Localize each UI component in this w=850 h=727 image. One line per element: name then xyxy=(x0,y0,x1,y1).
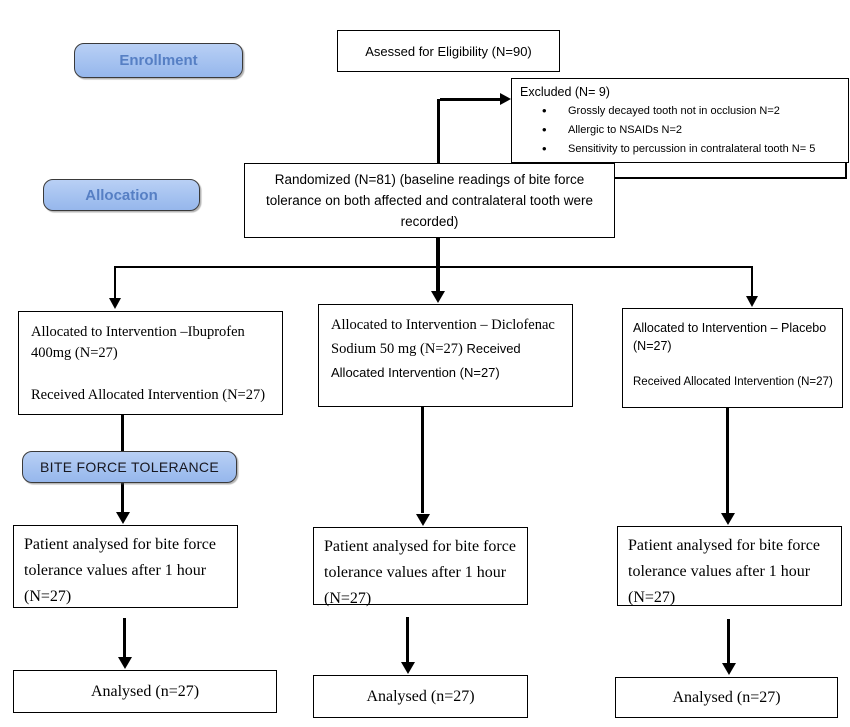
bite-force-tolerance-stage-label: BITE FORCE TOLERANCE xyxy=(22,451,237,483)
enrollment-stage-label: Enrollment xyxy=(74,43,243,78)
allocated-placebo-line: Allocated to Intervention – Placebo xyxy=(633,321,827,335)
bullet-icon xyxy=(542,141,568,158)
connector-mid-patient-to-analysed xyxy=(406,617,409,663)
allocated-diclofenac-line: Sodium 50 mg (N=27) Received xyxy=(331,337,572,361)
branch-line xyxy=(114,266,753,268)
connector-right-patient-to-analysed xyxy=(727,619,730,664)
patient-analysed-line: tolerance values after 1 hour xyxy=(324,564,507,581)
connector-randomized-to-mid xyxy=(436,238,440,291)
allocated-ibuprofen-line: Allocated to Intervention –Ibuprofen xyxy=(31,324,245,340)
arrowhead-right-patient-icon xyxy=(721,513,735,525)
arrowhead-left-patient-icon xyxy=(116,512,130,524)
randomized-text-line: Randomized (N=81) (baseline readings of … xyxy=(274,172,585,187)
excluded-bullet-item: Sensitivity to percussion in contralater… xyxy=(542,141,848,158)
allocated-placebo-box: Allocated to Intervention – Placebo (N=2… xyxy=(622,308,843,408)
allocated-diclofenac-line: Allocated Intervention (N=27) xyxy=(331,365,500,380)
arrowhead-left-alloc-icon xyxy=(109,298,121,309)
allocated-ibuprofen-box: Allocated to Intervention –Ibuprofen 400… xyxy=(18,311,283,415)
excluded-bullet-text: Sensitivity to percussion in contralater… xyxy=(568,143,816,155)
randomized-text-line: tolerance on both affected and contralat… xyxy=(266,193,593,208)
analysed-text: Analysed (n=27) xyxy=(90,682,200,700)
allocation-stage-text: Allocation xyxy=(85,186,158,204)
patient-analysed-line: (N=27) xyxy=(324,590,372,607)
patient-analysed-line: Patient analysed for bite force xyxy=(324,538,516,555)
arrowhead-right-analysed-icon xyxy=(722,663,736,675)
bullet-icon xyxy=(542,103,568,120)
analysed-mid-box: Analysed (n=27) xyxy=(313,675,528,718)
allocated-ibuprofen-line: 400mg (N=27) xyxy=(31,345,118,361)
analysed-text: Analysed (n=27) xyxy=(672,688,781,706)
patient-analysed-line: (N=27) xyxy=(24,588,72,605)
connector-to-excluded xyxy=(440,98,500,101)
assessed-eligibility-box: Asessed for Eligibility (N=90) xyxy=(337,30,560,72)
enrollment-stage-text: Enrollment xyxy=(119,52,198,69)
arrowhead-left-analysed-icon xyxy=(118,657,132,669)
allocated-placebo-line: Received Allocated Intervention (N=27) xyxy=(633,376,833,388)
excluded-bullet-item: Grossly decayed tooth not in occlusion N… xyxy=(542,103,848,120)
analysed-left-box: Analysed (n=27) xyxy=(13,670,277,713)
connector-left-patient-to-analysed xyxy=(123,618,126,658)
excluded-bullet-text: Allergic to NSAIDs N=2 xyxy=(568,124,683,136)
allocated-diclofenac-line: Allocated to Intervention – Diclofenac xyxy=(331,317,555,333)
arrowhead-mid-alloc-icon xyxy=(431,291,445,303)
patient-analysed-mid-box: Patient analysed for bite force toleranc… xyxy=(313,527,528,607)
analysed-right-box: Analysed (n=27) xyxy=(615,677,838,718)
excluded-bullet-item: Allergic to NSAIDs N=2 xyxy=(542,122,848,139)
connector-randomized-excluded-vertical xyxy=(845,163,847,179)
arrowhead-excluded-icon xyxy=(500,93,511,105)
connector-mid-alloc-to-patient xyxy=(421,407,424,513)
arrowhead-right-alloc-icon xyxy=(746,296,758,307)
assessed-eligibility-text: Asessed for Eligibility (N=90) xyxy=(365,43,532,59)
randomized-box: Randomized (N=81) (baseline readings of … xyxy=(244,163,615,238)
connector-randomized-excluded-horizontal xyxy=(614,177,847,179)
connector-assessed-to-randomized xyxy=(437,99,440,163)
allocated-ibuprofen-line: Received Allocated Intervention (N=27) xyxy=(31,387,266,403)
arrowhead-mid-analysed-icon xyxy=(401,662,415,674)
arrowhead-mid-patient-icon xyxy=(416,514,430,526)
bullet-icon xyxy=(542,122,568,139)
patient-analysed-right-box: Patient analysed for bite force toleranc… xyxy=(617,526,842,606)
patient-analysed-line: Patient analysed for bite force xyxy=(628,537,820,554)
excluded-box: Excluded (N= 9) Grossly decayed tooth no… xyxy=(511,78,849,163)
excluded-bullet-text: Grossly decayed tooth not in occlusion N… xyxy=(568,105,780,117)
randomized-text-line: recorded) xyxy=(400,214,459,229)
branch-drop-left xyxy=(114,266,116,299)
allocated-placebo-line: (N=27) xyxy=(633,339,672,353)
allocation-stage-label: Allocation xyxy=(43,179,200,211)
patient-analysed-line: tolerance values after 1 hour xyxy=(628,563,811,580)
patient-analysed-left-box: Patient analysed for bite force toleranc… xyxy=(13,525,238,608)
patient-analysed-line: (N=27) xyxy=(628,589,676,606)
allocated-diclofenac-line-segment: Sodium 50 mg (N=27) xyxy=(331,341,467,357)
allocated-diclofenac-box: Allocated to Intervention – Diclofenac S… xyxy=(318,304,573,407)
patient-analysed-line: Patient analysed for bite force xyxy=(24,536,216,553)
analysed-text: Analysed (n=27) xyxy=(366,687,475,705)
allocated-diclofenac-line-segment: Received xyxy=(466,341,521,356)
excluded-title: Excluded (N= 9) xyxy=(520,85,610,99)
patient-analysed-line: tolerance values after 1 hour xyxy=(24,562,207,579)
branch-drop-right xyxy=(751,266,753,297)
connector-right-alloc-to-patient xyxy=(726,408,729,513)
bite-force-tolerance-stage-text: BITE FORCE TOLERANCE xyxy=(40,459,219,475)
